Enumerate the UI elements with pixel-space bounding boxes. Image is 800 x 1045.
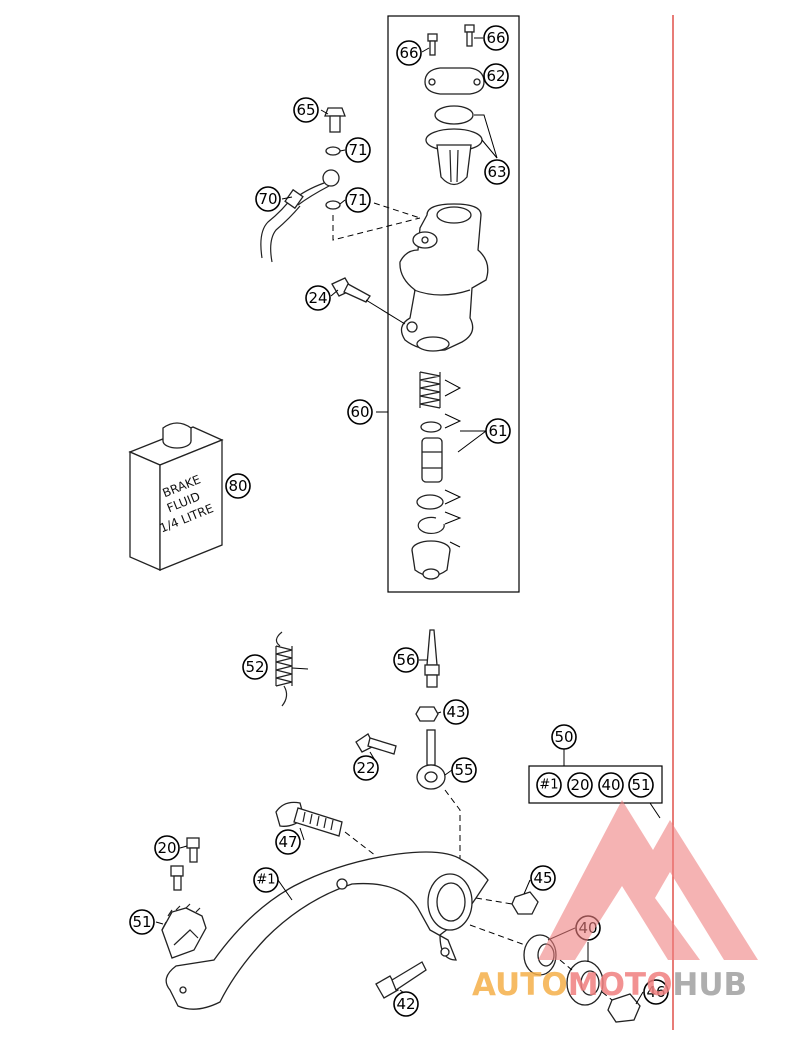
brake-fluid-bottle-80: BRAKE FLUID 1/4 LITRE	[128, 422, 224, 571]
callout-66-right: 66	[483, 25, 509, 51]
svg-text:24: 24	[308, 289, 327, 307]
piston-61	[421, 437, 443, 483]
svg-text:51: 51	[132, 913, 151, 931]
svg-text:22: 22	[356, 759, 375, 777]
svg-text:52: 52	[245, 658, 264, 676]
svg-text:43: 43	[446, 703, 465, 721]
push-rod-56	[424, 629, 440, 688]
oring-61-a	[420, 421, 442, 433]
washer-61	[416, 494, 444, 510]
callout-70: 70	[255, 186, 281, 212]
callout-65: 65	[293, 97, 319, 123]
cover-gasket-63	[434, 105, 474, 125]
brake-pedal-1	[165, 851, 489, 1010]
callout-42: 42	[393, 991, 419, 1017]
washer-71-top	[325, 146, 341, 156]
callout-62: 62	[483, 63, 509, 89]
callout-56: 56	[393, 647, 419, 673]
callout-55: 55	[451, 757, 477, 783]
banjo-bolt-65	[324, 107, 346, 133]
svg-text:AUTOMOTOHUB: AUTOMOTOHUB	[472, 967, 747, 1003]
watermark-text-auto: AUTO	[472, 967, 568, 1003]
master-cylinder-group-box	[387, 15, 520, 593]
callout-52: 52	[242, 654, 268, 680]
return-spring-52	[275, 631, 293, 707]
svg-text:20: 20	[157, 839, 176, 857]
callout-43: 43	[443, 699, 469, 725]
callout-60: 60	[347, 399, 373, 425]
callout-71-bottom: 71	[345, 187, 371, 213]
callout-80: 80	[225, 473, 251, 499]
master-cylinder-body	[399, 203, 489, 352]
svg-text:42: 42	[396, 995, 415, 1013]
watermark-text-moto: MOTO	[568, 967, 673, 1003]
svg-text:46: 46	[646, 983, 665, 1001]
screw-20-a	[186, 837, 200, 863]
screw-66-right	[464, 24, 475, 47]
kit-50-item-1: #1	[536, 772, 562, 798]
svg-text:61: 61	[488, 422, 507, 440]
svg-text:40: 40	[601, 776, 620, 794]
svg-text:47: 47	[278, 833, 297, 851]
svg-text:55: 55	[454, 761, 473, 779]
kit-50-box	[528, 765, 663, 804]
svg-text:70: 70	[258, 190, 277, 208]
svg-text:#1: #1	[256, 873, 275, 888]
callout-22: 22	[353, 755, 379, 781]
svg-text:50: 50	[554, 728, 573, 746]
kit-50-item-20: 20	[567, 772, 593, 798]
svg-text:#1: #1	[539, 778, 558, 793]
svg-text:71: 71	[348, 191, 367, 209]
callout-63: 63	[484, 159, 510, 185]
watermark-logo: AUTOMOTOHUB	[472, 800, 758, 1003]
watermark-text-hub: HUB	[672, 967, 747, 1003]
svg-text:45: 45	[533, 869, 552, 887]
callout-71-top: 71	[345, 137, 371, 163]
reservoir-membrane-63	[425, 128, 483, 186]
svg-text:60: 60	[350, 403, 369, 421]
callout-46: 46	[643, 979, 669, 1005]
callout-20: 20	[154, 835, 180, 861]
bushing-40-b	[566, 960, 604, 1006]
svg-text:62: 62	[486, 67, 505, 85]
nut-45	[511, 891, 539, 915]
svg-text:51: 51	[631, 776, 650, 794]
callout-66-left: 66	[396, 40, 422, 66]
bolt-42	[375, 961, 427, 999]
nut-46	[607, 993, 641, 1023]
svg-text:63: 63	[487, 163, 506, 181]
svg-text:66: 66	[486, 29, 505, 47]
callout-47: 47	[275, 829, 301, 855]
kit-50-item-40: 40	[598, 772, 624, 798]
callout-51: 51	[129, 909, 155, 935]
screw-20-b	[170, 865, 184, 891]
kit-50-item-51: 51	[628, 772, 654, 798]
screw-66-left	[427, 33, 438, 56]
callout-61: 61	[485, 418, 511, 444]
circlip-61	[417, 516, 445, 535]
svg-text:20: 20	[570, 776, 589, 794]
svg-text:56: 56	[396, 651, 415, 669]
callout-45: 45	[530, 865, 556, 891]
washer-71-bottom	[325, 200, 341, 210]
brake-hose-70	[260, 169, 340, 263]
reservoir-cover-62	[424, 67, 485, 95]
callout-50: 50	[551, 724, 577, 750]
svg-text:65: 65	[296, 101, 315, 119]
svg-text:71: 71	[348, 141, 367, 159]
bolt-24	[331, 277, 371, 303]
callout-1: #1	[253, 867, 279, 893]
pivot-bolt-47	[275, 801, 343, 837]
spring-60	[419, 371, 441, 409]
svg-text:80: 80	[228, 477, 247, 495]
screw-22	[355, 733, 397, 755]
pedal-step-51	[161, 903, 207, 959]
eye-bolt-55	[416, 729, 446, 790]
boot-61	[411, 540, 451, 580]
callout-24: 24	[305, 285, 331, 311]
svg-text:66: 66	[399, 44, 418, 62]
nut-43	[415, 706, 439, 722]
